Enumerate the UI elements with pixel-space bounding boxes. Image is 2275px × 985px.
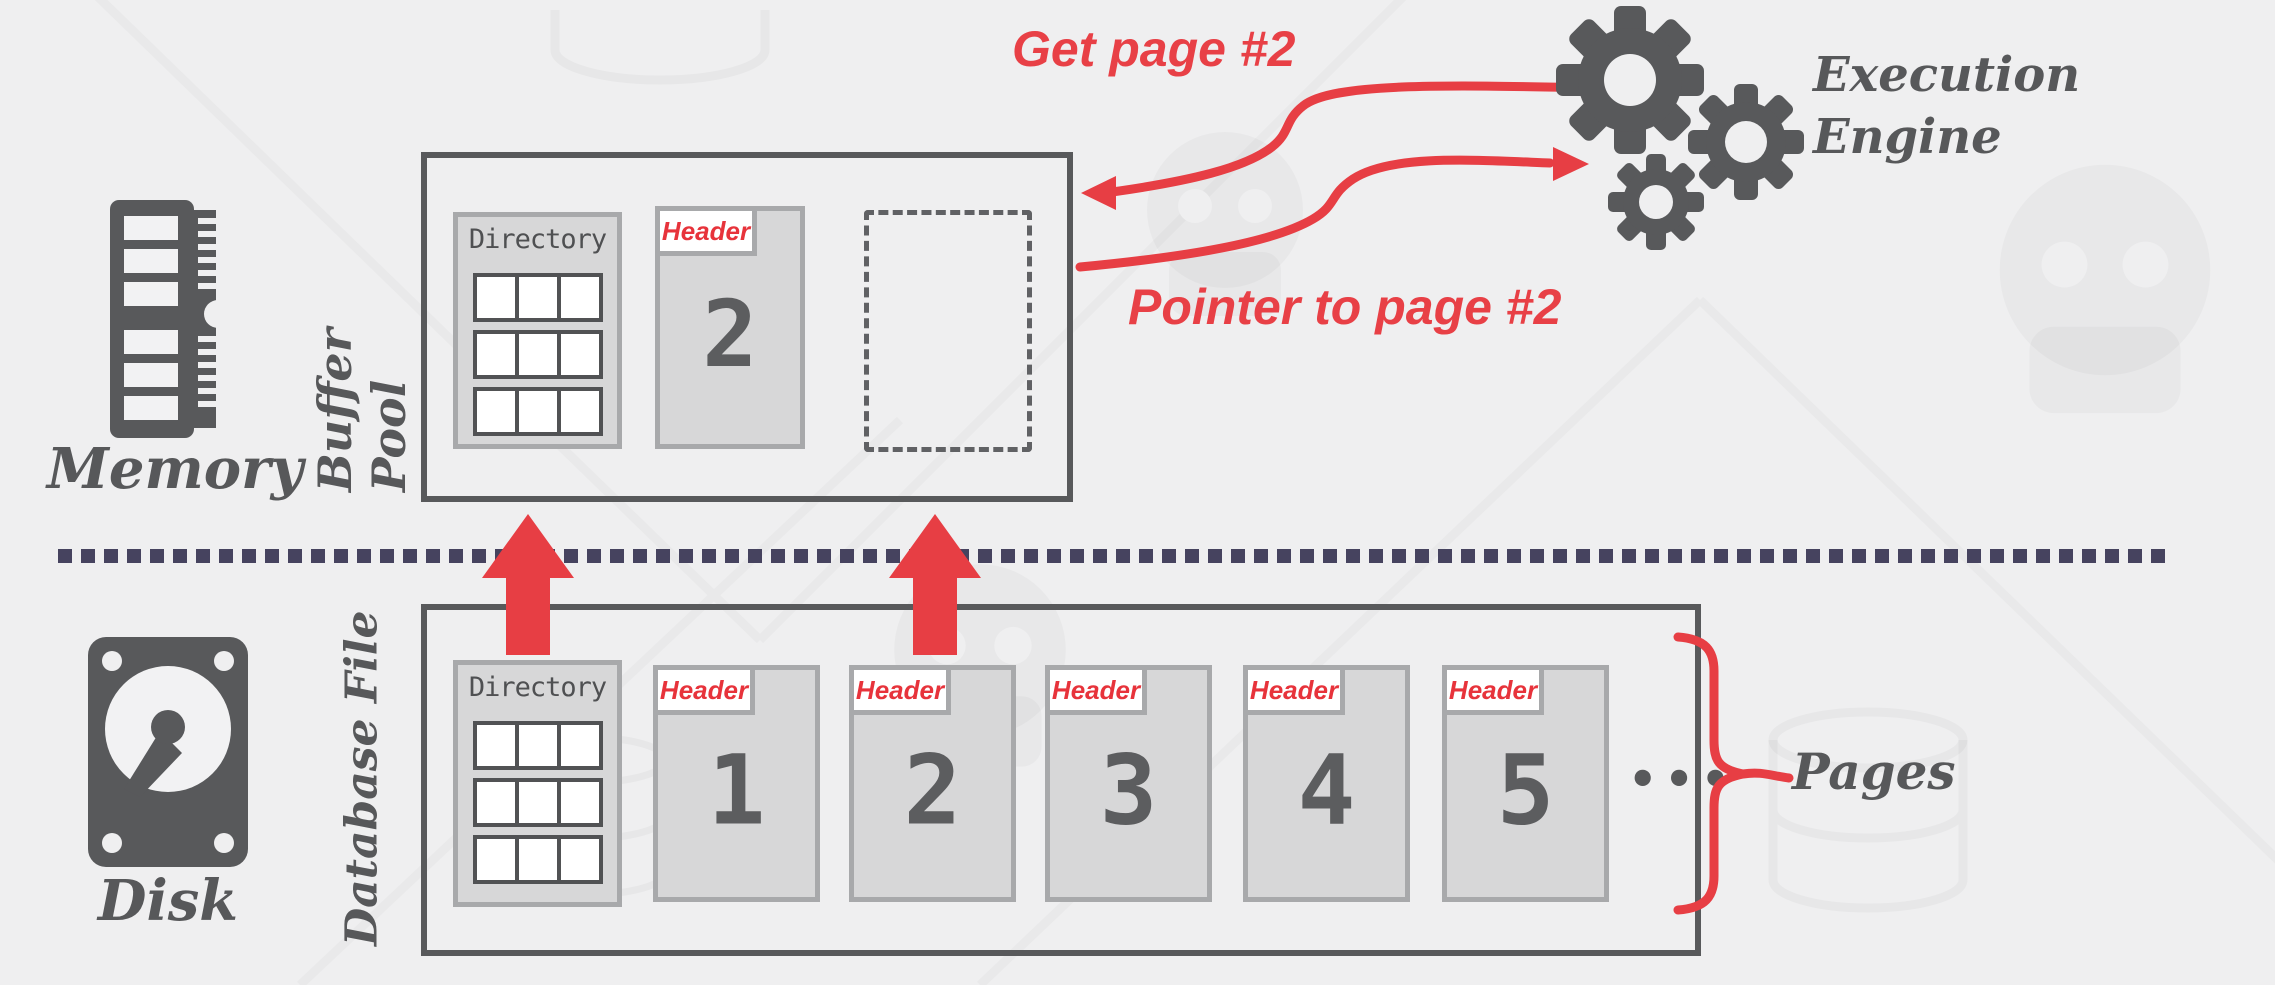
db-page-frame: Header 4 [1243, 665, 1410, 902]
directory-cell [514, 387, 561, 436]
execution-engine-line2: Engine [1813, 109, 2002, 165]
pages-brace-label: Pages [1792, 742, 1956, 801]
buffer-pool-page-frame: Header 2 [655, 206, 805, 449]
more-pages-ellipsis: ••• [1628, 752, 1738, 806]
buffer-pool-empty-slot [864, 210, 1032, 452]
db-page-number: 3 [1099, 734, 1158, 847]
disk-label: Disk [97, 868, 239, 934]
directory-cell [472, 330, 519, 379]
directory-cell [472, 387, 519, 436]
disk-spindle [151, 710, 185, 744]
page-header-label: Header [855, 674, 945, 705]
directory-cell [472, 835, 519, 884]
directory-cell [556, 835, 603, 884]
directory-cell [514, 273, 561, 322]
database-file-directory-grid [458, 713, 617, 884]
db-page-frame: Header 5 [1442, 665, 1609, 902]
directory-cell [514, 721, 561, 770]
buffer-pool-page-number: 2 [702, 280, 758, 388]
buffer-pool-directory-grid [458, 265, 617, 436]
page-header-tab: Header [854, 670, 951, 715]
directory-cell [472, 273, 519, 322]
page-header-label: Header [661, 215, 751, 246]
pointer-arrow [1075, 147, 1589, 272]
execution-engine-label: Execution Engine [1813, 44, 2080, 168]
directory-cell [472, 721, 519, 770]
page-header-tab: Header [1447, 670, 1544, 715]
ram-pins [198, 218, 232, 407]
ram-slots [124, 216, 178, 420]
buffer-pool-directory-title: Directory [468, 224, 607, 255]
page-header-tab: Header [1248, 670, 1345, 715]
gear-large [1556, 6, 1704, 154]
get-page-annotation: Get page #2 [1012, 21, 1296, 77]
directory-cell [556, 330, 603, 379]
gear-small [1608, 154, 1704, 250]
database-file-box: Directory Header 1 Header 2 Header 3 Hea… [421, 604, 1701, 956]
directory-cell [472, 778, 519, 827]
disk-arm [124, 731, 182, 797]
buffer-pool-box: Directory Header 2 [421, 152, 1073, 502]
directory-cell [556, 273, 603, 322]
page-header-label: Header [1448, 674, 1538, 705]
directory-cell [514, 778, 561, 827]
directory-cell [556, 721, 603, 770]
page-header-label: Header [1051, 674, 1141, 705]
arrowhead-left [1081, 176, 1116, 210]
db-page-frame: Header 1 [653, 665, 820, 902]
page-header-tab: Header [1050, 670, 1147, 715]
directory-cell [514, 835, 561, 884]
directory-cell [556, 387, 603, 436]
arrowhead-right [1553, 147, 1589, 181]
hard-disk-icon [88, 637, 248, 867]
gears-icon [1556, 6, 1804, 250]
gear-medium [1688, 84, 1804, 200]
buffer-pool-label: Buffer Pool [308, 328, 416, 492]
db-page-number: 2 [903, 734, 962, 847]
pointer-annotation: Pointer to page #2 [1128, 279, 1562, 335]
ram-icon [110, 200, 232, 438]
db-page-number: 4 [1297, 734, 1356, 847]
page-header-tab: Header [660, 211, 757, 256]
db-page-number: 5 [1496, 734, 1555, 847]
memory-label: Memory [46, 436, 304, 502]
disk-screw-holes [102, 651, 234, 853]
get-page-arrow [1081, 81, 1603, 210]
database-file-label: Database File [336, 610, 388, 946]
db-page-frame: Header 3 [1045, 665, 1212, 902]
db-page-number: 1 [707, 734, 766, 847]
db-page-frame: Header 2 [849, 665, 1016, 902]
database-file-directory: Directory [453, 660, 622, 907]
page-header-label: Header [1249, 674, 1339, 705]
directory-cell [514, 330, 561, 379]
buffer-pool-directory: Directory [453, 212, 622, 449]
page-header-label: Header [659, 674, 749, 705]
page-header-tab: Header [658, 670, 755, 715]
database-file-directory-title: Directory [468, 672, 607, 703]
memory-disk-divider [58, 549, 2174, 563]
directory-cell [556, 778, 603, 827]
execution-engine-line1: Execution [1813, 47, 2081, 103]
